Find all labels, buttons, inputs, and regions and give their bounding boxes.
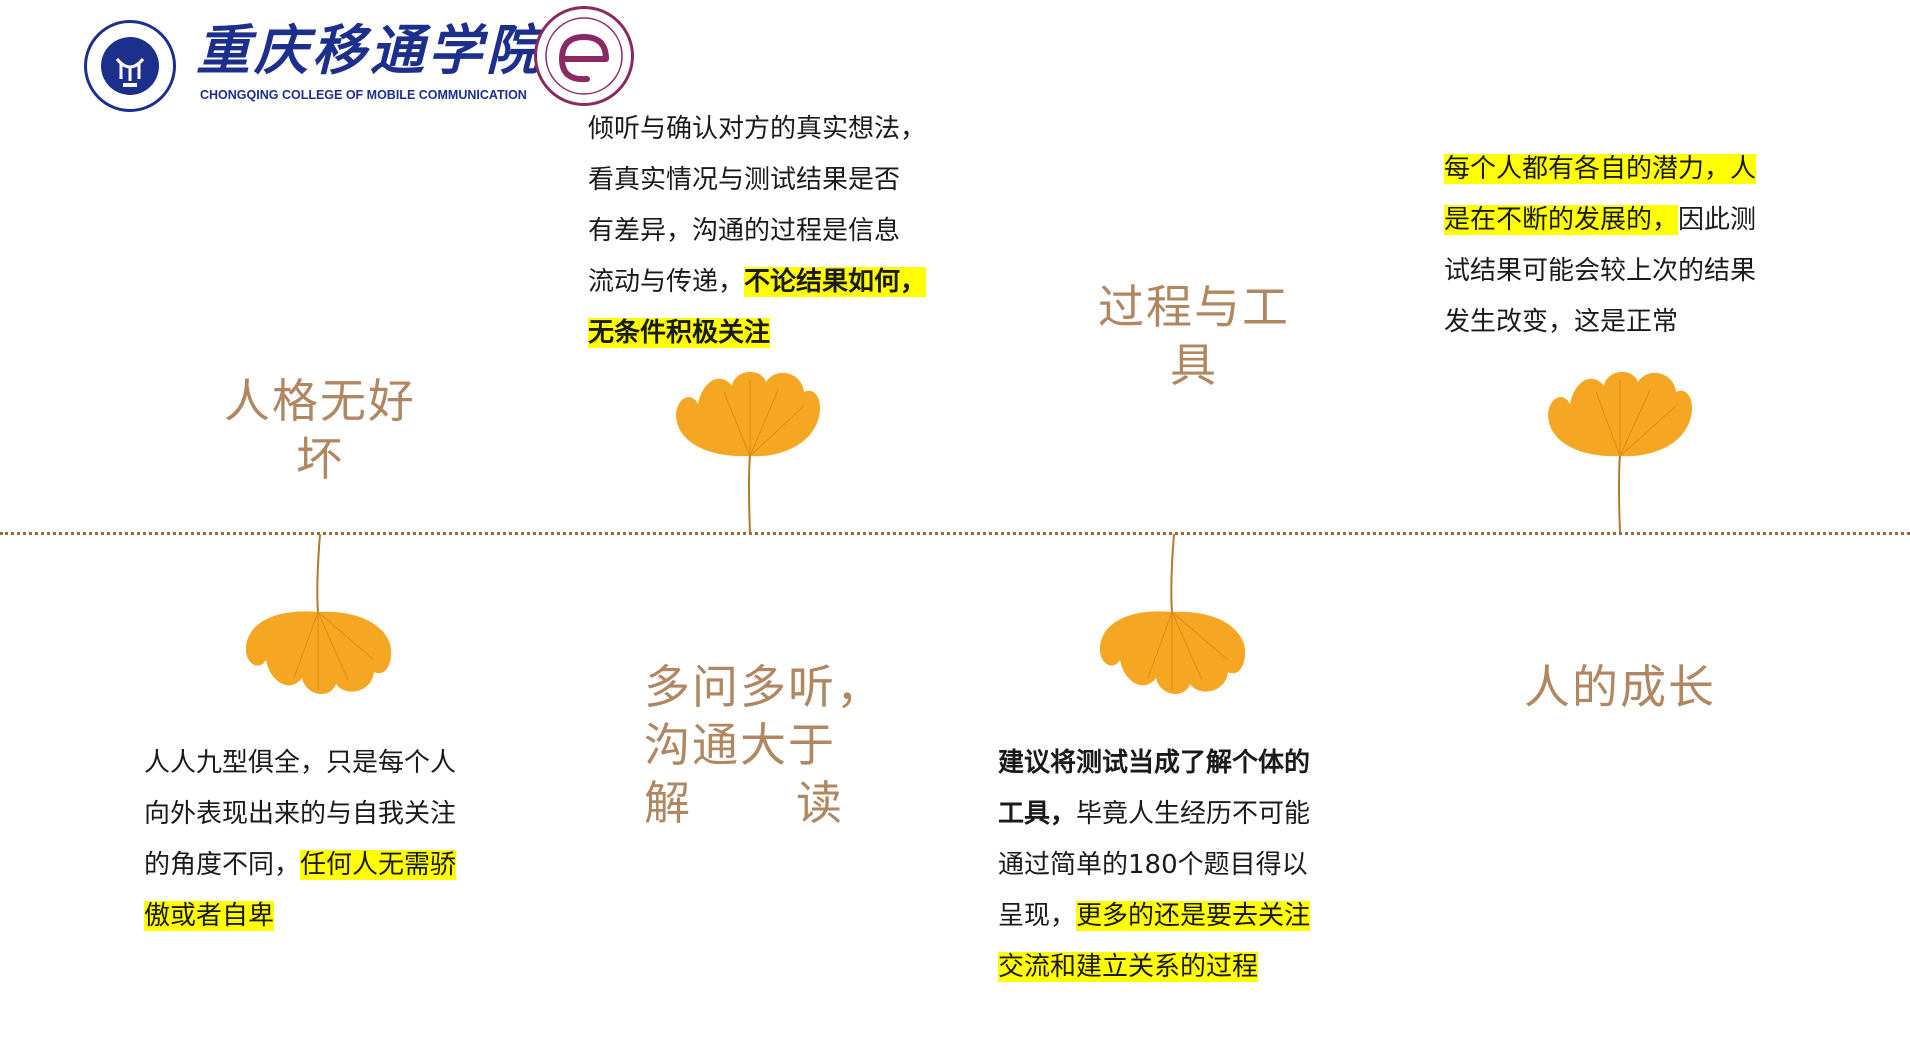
text-line: 交流和建立关系的过程: [998, 942, 1378, 993]
title-char: 读: [796, 776, 844, 830]
section-title-line: 解 读: [644, 774, 844, 832]
ginkgo-leaf-icon: [245, 533, 392, 695]
highlighted-text: 是在不断的发展的，: [1444, 205, 1679, 235]
computer-college-badge-icon: [534, 6, 634, 106]
section-title-process-tool: 过程与工 具: [1074, 278, 1314, 394]
text-span: 流动与传递，: [588, 267, 745, 297]
text-line: 通过简单的180个题目得以: [998, 850, 1308, 880]
section-title-personality: 人格无好 坏: [200, 372, 440, 488]
section-title-growth: 人的成长: [1524, 660, 1716, 714]
text-span: 呈现，: [998, 901, 1077, 931]
section-title-line: 过程与工: [1098, 280, 1290, 334]
ginkgo-leaf-icon: [676, 371, 821, 533]
section-text-growth: 每个人都有各自的潜力，人 是在不断的发展的，因此测 试结果可能会较上次的结果 发…: [1444, 144, 1824, 348]
college-emblem-icon: [84, 20, 176, 112]
section-title-line: 多问多听，: [644, 660, 884, 714]
text-line: 发生改变，这是正常: [1444, 307, 1679, 337]
section-title-line: 具: [1170, 338, 1218, 392]
text-line: 呈现，更多的还是要去关注: [998, 891, 1378, 942]
text-line: 倾听与确认对方的真实想法，: [588, 114, 927, 144]
emblem-symbol: [106, 42, 154, 90]
text-line: 的角度不同，任何人无需骄: [144, 840, 514, 891]
timeline-dotted-line: [0, 532, 1910, 535]
text-span: 毕竟人生经历不可能: [1076, 799, 1311, 829]
highlighted-text: 不论结果如何，: [744, 267, 927, 297]
text-line: 有差异，沟通的过程是信息: [588, 216, 901, 246]
section-title-line: 人格无好: [224, 374, 416, 428]
highlighted-text: 交流和建立关系的过程: [998, 952, 1259, 982]
section-title-communication: 多问多听， 沟通大于 解 读: [644, 658, 884, 832]
highlighted-text: 无条件积极关注: [588, 318, 771, 348]
highlighted-text: 任何人无需骄: [300, 850, 457, 880]
ginkgo-leaf-icon: [1548, 371, 1693, 533]
text-line: 每个人都有各自的潜力，人: [1444, 144, 1824, 195]
highlighted-text: 每个人都有各自的潜力，人: [1444, 154, 1757, 184]
section-text-communication: 倾听与确认对方的真实想法， 看真实情况与测试结果是否 有差异，沟通的过程是信息 …: [588, 104, 988, 359]
text-line: 向外表现出来的与自我关注: [144, 799, 457, 829]
text-line: 是在不断的发展的，因此测: [1444, 195, 1824, 246]
text-line: 试结果可能会较上次的结果: [1444, 256, 1757, 286]
text-span: 的角度不同，: [144, 850, 301, 880]
ginkgo-leaf-icon: [1099, 533, 1246, 695]
text-span: 工具，: [998, 799, 1077, 829]
college-name-english: CHONGQING COLLEGE OF MOBILE COMMUNICATIO…: [200, 88, 527, 102]
text-line: 流动与传递，不论结果如何，: [588, 257, 988, 308]
text-line: 工具，毕竟人生经历不可能: [998, 789, 1378, 840]
highlighted-text: 更多的还是要去关注: [1076, 901, 1311, 931]
section-title-line: 沟通大于: [644, 718, 836, 772]
section-title-line: 坏: [296, 432, 344, 486]
section-text-process-tool: 建议将测试当成了解个体的 工具，毕竟人生经历不可能 通过简单的180个题目得以 …: [998, 738, 1378, 993]
college-name-logo: 重庆移通学院: [196, 18, 544, 82]
section-text-personality: 人人九型俱全，只是每个人 向外表现出来的与自我关注 的角度不同，任何人无需骄 傲…: [144, 738, 514, 942]
text-span: 因此测: [1678, 205, 1757, 235]
text-line: 无条件积极关注: [588, 308, 988, 359]
text-line: 建议将测试当成了解个体的: [998, 748, 1311, 778]
text-line: 傲或者自卑: [144, 891, 514, 942]
title-char: 解: [644, 776, 692, 830]
text-line: 看真实情况与测试结果是否: [588, 165, 901, 195]
text-line: 人人九型俱全，只是每个人: [144, 748, 457, 778]
highlighted-text: 傲或者自卑: [144, 901, 275, 931]
